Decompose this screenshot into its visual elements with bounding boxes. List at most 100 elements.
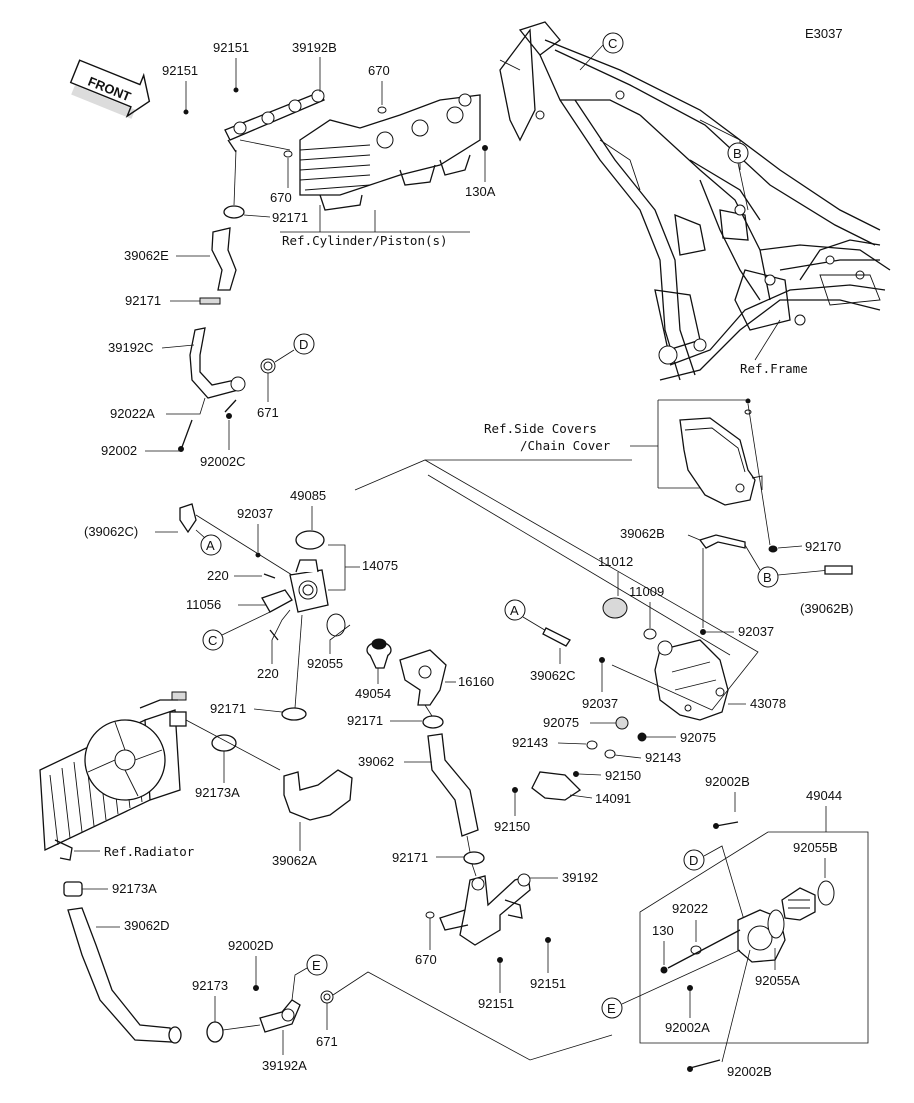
label-92173: 92173 — [192, 978, 228, 993]
label-14091: 14091 — [595, 791, 631, 806]
callout-a-left — [200, 534, 222, 556]
hose-39062d — [67, 907, 173, 1043]
pipe-39192b — [224, 89, 325, 153]
label-92150-a: 92150 — [605, 768, 641, 783]
callout-d-top-label: D — [299, 337, 308, 352]
label-49085: 49085 — [290, 488, 326, 503]
clamp-92173 — [206, 1021, 224, 1043]
label-92055b: 92055B — [793, 840, 838, 855]
cylinder-drawing — [299, 93, 481, 211]
callout-b-frame-label: B — [733, 146, 742, 161]
label-92037-a: 92037 — [237, 506, 273, 521]
hose-39062 — [427, 733, 479, 837]
label-92171-d: 92171 — [347, 713, 383, 728]
pipe-39192c — [189, 327, 239, 399]
clamp-92171-bottom — [463, 851, 485, 865]
label-92151-b: 92151 — [162, 63, 198, 78]
label-92143-b: 92143 — [645, 750, 681, 765]
ref-frame-label: Ref.Frame — [740, 361, 808, 376]
label-92002b-a: 92002B — [705, 774, 750, 789]
hose-39062e — [211, 227, 237, 291]
hose-39062b-end — [824, 565, 853, 575]
clamp-92171-top — [223, 205, 245, 219]
label-92151-d: 92151 — [478, 996, 514, 1011]
hose-39062b — [698, 534, 746, 549]
front-arrow-icon — [69, 59, 151, 119]
label-39062a: 39062A — [272, 853, 317, 868]
label-11012: 11012 — [598, 554, 633, 569]
callout-a-left-label: A — [206, 538, 215, 553]
clamp-92171-left — [281, 707, 307, 721]
label-671-a: 671 — [257, 405, 279, 420]
label-92173a-b: 92173A — [112, 881, 157, 896]
reservoir-tank-43078 — [654, 639, 729, 721]
callout-d-bottom — [683, 849, 705, 871]
clip-92170 — [768, 545, 778, 553]
label-92150-b: 92150 — [494, 819, 530, 834]
label-49044: 49044 — [806, 788, 842, 803]
label-130a: 130A — [465, 184, 496, 199]
label-671-b: 671 — [316, 1034, 338, 1049]
ref-side-covers-label-2: /Chain Cover — [520, 438, 611, 453]
label-92002b-b: 92002B — [727, 1064, 772, 1079]
label-39192b: 39192B — [292, 40, 337, 55]
grommet-92075-b — [637, 732, 647, 742]
callout-b-right — [757, 566, 779, 588]
label-92022: 92022 — [672, 901, 708, 916]
label-11056: 11056 — [186, 597, 221, 612]
hose-39062c-end — [179, 503, 197, 534]
label-670-a: 670 — [368, 63, 390, 78]
pipe-39192 — [439, 873, 531, 946]
ref-radiator-label: Ref.Radiator — [104, 844, 195, 859]
label-92075-b: 92075 — [680, 730, 716, 745]
label-92151-c: 92151 — [530, 976, 566, 991]
tube-39062c — [542, 627, 571, 647]
label-39062d: 39062D — [124, 918, 170, 933]
label-92002: 92002 — [101, 443, 137, 458]
cap-49085 — [295, 530, 325, 550]
label-92151-a: 92151 — [213, 40, 249, 55]
label-92171-b: 92171 — [125, 293, 161, 308]
label-11009: 11009 — [629, 584, 664, 599]
bracket-14091 — [531, 771, 582, 801]
label-39062: 39062 — [358, 754, 394, 769]
callout-c-left-label: C — [208, 633, 217, 648]
clamp-92171-right — [422, 715, 444, 729]
hose-39062a — [283, 769, 353, 821]
callout-e-right — [601, 997, 623, 1019]
callout-a-right-label: A — [510, 603, 519, 618]
label-39062c-paren: (39062C) — [84, 524, 138, 539]
label-92055a: 92055A — [755, 973, 800, 988]
label-39192: 39192 — [562, 870, 598, 885]
label-39062b-paren: (39062B) — [800, 601, 853, 616]
callout-e-right-label: E — [607, 1001, 616, 1016]
label-220-a: 220 — [207, 568, 229, 583]
label-92075-a: 92075 — [543, 715, 579, 730]
callout-e-left-label: E — [312, 958, 321, 973]
callout-d-bottom-label: D — [689, 853, 698, 868]
clamp-92173a-bottom — [63, 881, 83, 897]
callout-d-top — [293, 333, 315, 355]
label-220-b: 220 — [257, 666, 279, 681]
callout-c-left — [202, 629, 224, 651]
clamp-92171-mid — [199, 297, 221, 305]
label-39062e: 39062E — [124, 248, 169, 263]
label-92171-a: 92171 — [272, 210, 308, 225]
label-39062b: 39062B — [620, 526, 665, 541]
ref-cylinder-label: Ref.Cylinder/Piston(s) — [282, 233, 448, 248]
label-92002c: 92002C — [200, 454, 246, 469]
ref-side-covers-label-1: Ref.Side Covers — [484, 421, 597, 436]
thermostat-housing — [261, 559, 329, 613]
label-92173a-a: 92173A — [195, 785, 240, 800]
callout-e-left — [306, 954, 328, 976]
callout-a-right — [504, 599, 526, 621]
cap-11012 — [602, 597, 628, 619]
label-130: 130 — [652, 923, 674, 938]
oring-92055b — [817, 880, 835, 906]
cover-16160 — [399, 649, 447, 706]
callout-b-right-label: B — [763, 570, 772, 585]
label-39062c: 39062C — [530, 668, 576, 683]
label-49054: 49054 — [355, 686, 391, 701]
radiator-drawing — [39, 691, 187, 861]
